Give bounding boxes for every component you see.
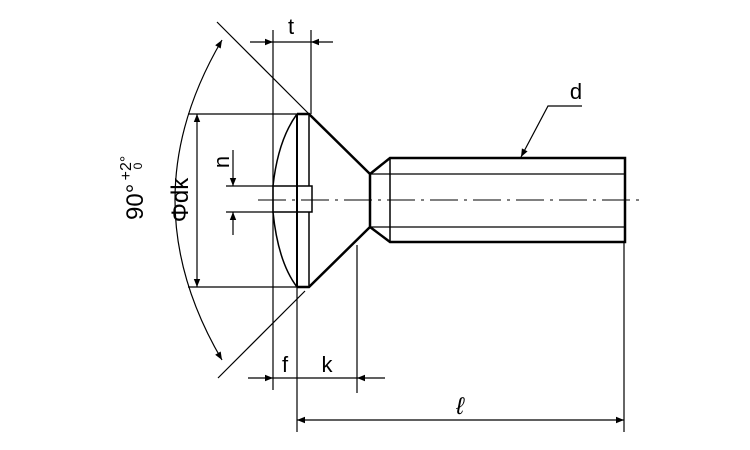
dimension-lines <box>174 38 624 424</box>
slot <box>272 185 313 213</box>
extension-lines <box>188 21 625 432</box>
label-k: k <box>322 352 334 377</box>
label-dk: Φdk <box>167 177 194 222</box>
label-d: d <box>570 79 582 104</box>
label-tolerance-lower: 0 <box>131 162 145 169</box>
screw-head <box>272 112 372 289</box>
label-t: t <box>288 14 294 39</box>
label-l: ℓ <box>455 393 465 420</box>
label-n: n <box>209 156 234 168</box>
label-angle: 90° <box>122 184 149 220</box>
label-f: f <box>282 352 289 377</box>
screw-shank <box>369 156 627 244</box>
label-tolerance-upper: +2° <box>118 156 135 181</box>
